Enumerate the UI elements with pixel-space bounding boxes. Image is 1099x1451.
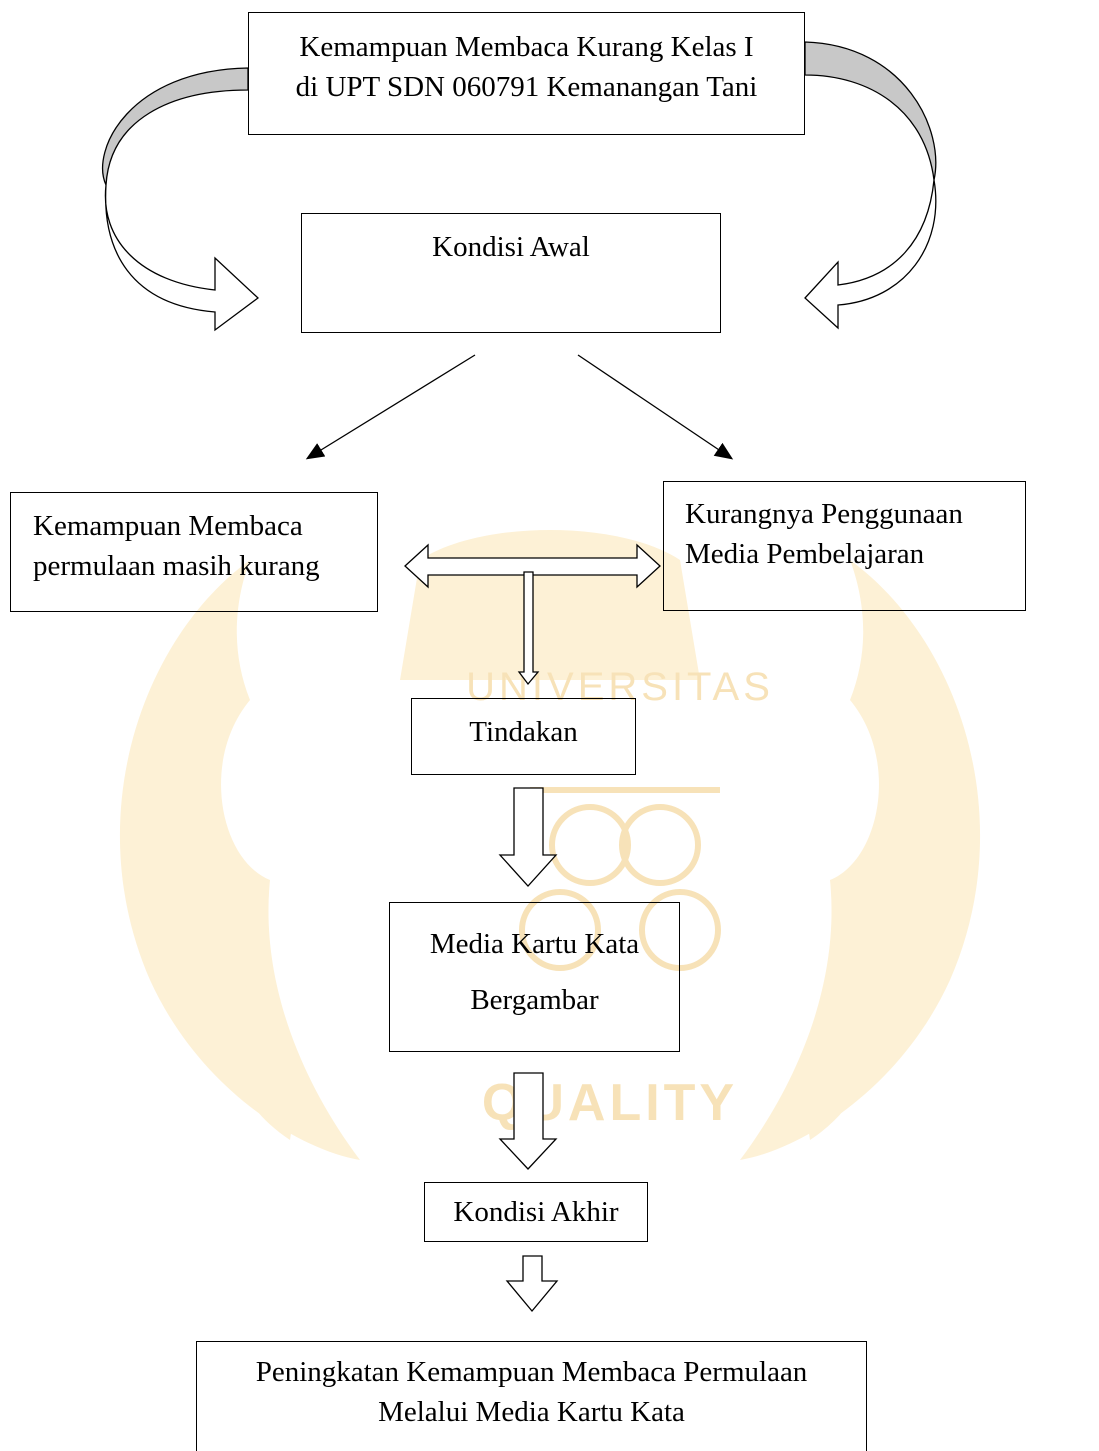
- down-arrow-to-tindakan: [517, 571, 540, 686]
- box-tindakan: Tindakan: [411, 698, 636, 775]
- box-left-line2: permulaan masih kurang: [33, 550, 320, 582]
- box-kemampuan-membaca-kurang: Kemampuan Membaca Kurang Kelas I di UPT …: [248, 12, 805, 135]
- box-top-line2: di UPT SDN 060791 Kemanangan Tani: [295, 71, 758, 103]
- box-bottom-line2: Melalui Media Kartu Kata: [378, 1396, 685, 1428]
- box-awal-label: Kondisi Awal: [432, 231, 590, 263]
- arrow-to-left-box: [305, 354, 476, 460]
- double-block-arrow: [404, 543, 661, 589]
- box-media-kartu-kata: Media Kartu Kata Bergambar: [389, 902, 680, 1052]
- box-tindakan-label: Tindakan: [469, 716, 578, 748]
- box-kondisi-akhir: Kondisi Akhir: [424, 1182, 648, 1242]
- box-bottom-line1: Peningkatan Kemampuan Membaca Permulaan: [255, 1356, 808, 1388]
- right-curved-arrow: [804, 41, 937, 330]
- block-arrow-down-1: [498, 787, 558, 887]
- box-kemampuan-membaca-permulaan: Kemampuan Membaca permulaan masih kurang: [10, 492, 378, 612]
- block-arrow-down-3: [505, 1255, 559, 1313]
- box-media-line1: Media Kartu Kata: [429, 928, 640, 960]
- box-kondisi-awal: Kondisi Awal: [301, 213, 721, 333]
- arrow-to-right-box: [577, 354, 734, 460]
- box-media-line2: Bergambar: [470, 984, 599, 1016]
- box-peningkatan-kemampuan: Peningkatan Kemampuan Membaca Permulaan …: [196, 1341, 867, 1451]
- left-curved-arrow: [102, 67, 260, 332]
- box-top-line1: Kemampuan Membaca Kurang Kelas I: [299, 31, 754, 63]
- box-kurangnya-penggunaan-media: Kurangnya Penggunaan Media Pembelajaran: [663, 481, 1026, 611]
- box-right-line2: Media Pembelajaran: [685, 538, 925, 570]
- block-arrow-down-2: [498, 1072, 558, 1170]
- watermark-text-top: UNIVERSITAS: [466, 665, 774, 709]
- box-akhir-label: Kondisi Akhir: [453, 1196, 619, 1228]
- box-left-line1: Kemampuan Membaca: [33, 510, 303, 542]
- box-right-line1: Kurangnya Penggunaan: [685, 498, 963, 530]
